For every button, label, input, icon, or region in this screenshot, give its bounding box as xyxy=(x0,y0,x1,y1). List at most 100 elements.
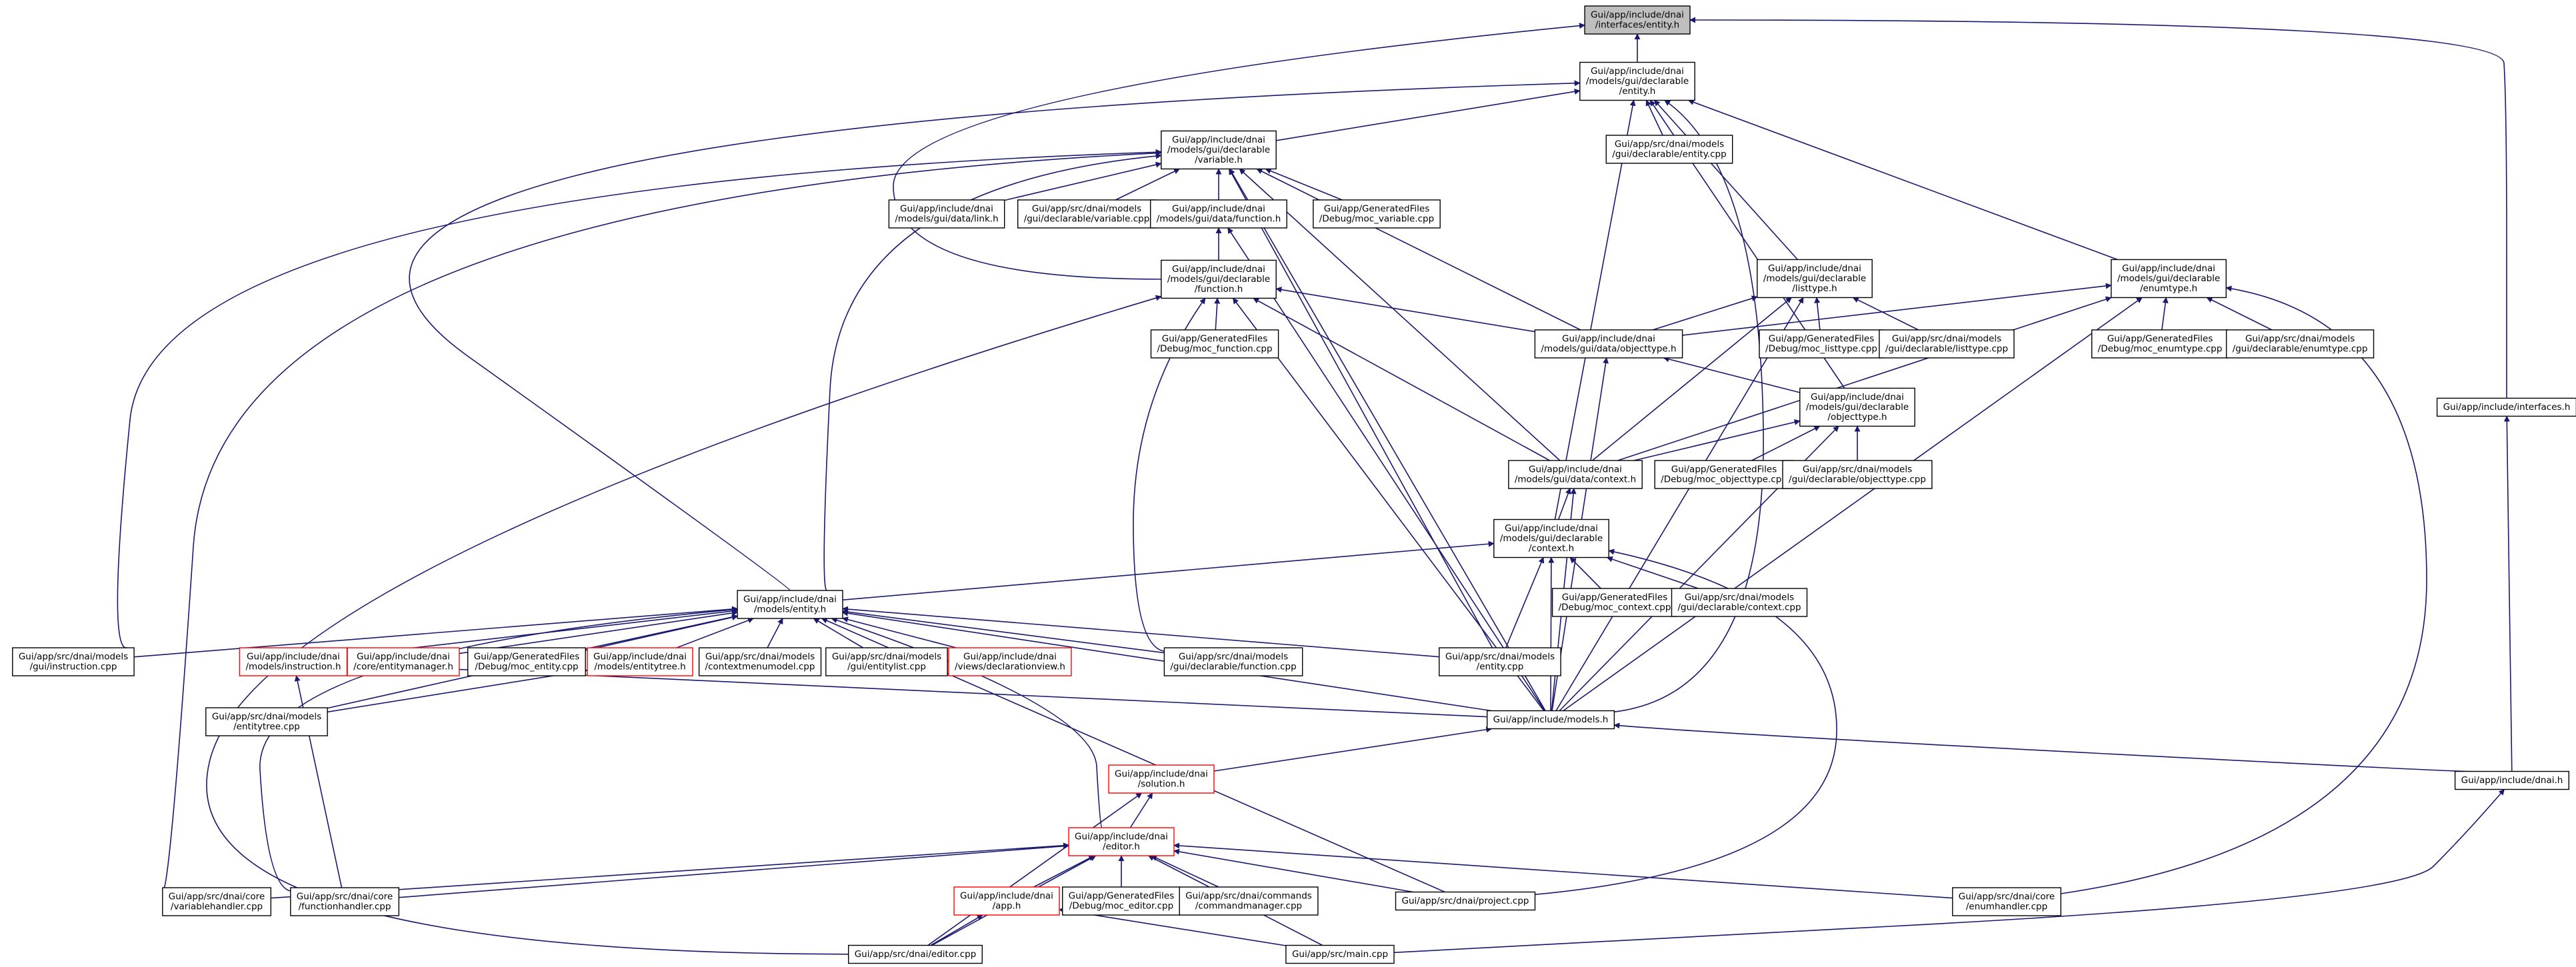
file-node-box xyxy=(1879,329,2015,359)
file-node-editor-cpp[interactable]: Gui/app/src/dnai/editor.cpp xyxy=(847,944,983,964)
file-node-entitymanager-h[interactable]: Gui/app/include/dnai/core/entitymanager.… xyxy=(347,647,460,676)
file-node-moc-listtype[interactable]: Gui/app/GeneratedFiles/Debug/moc_listtyp… xyxy=(1759,329,1884,359)
file-node-link-h[interactable]: Gui/app/include/dnai/models/gui/data/lin… xyxy=(888,199,1005,229)
dependency-edge-m_entity_h-to-models_h xyxy=(1614,99,1764,712)
file-node-label: Gui/app/src/dnai/models xyxy=(1615,139,1724,150)
dependency-edge-variable_h-to-moc_variable xyxy=(1265,168,1343,201)
dependency-edge-editor_h-to-commandmanager xyxy=(1151,855,1219,888)
file-node-box xyxy=(1782,460,1933,489)
file-node-label: Gui/app/src/dnai/models xyxy=(705,652,815,662)
dependency-edge-listtype_h-to-objecttype_data_h xyxy=(1652,295,1758,331)
file-node-label: Gui/app/src/main.cpp xyxy=(1292,949,1388,960)
file-node-label: Gui/app/include/dnai.h xyxy=(2461,775,2563,786)
file-node-context-cpp[interactable]: Gui/app/src/dnai/models/gui/declarable/c… xyxy=(1671,588,1808,617)
dependency-edges xyxy=(117,17,2513,955)
dependency-edge-models_h-to-dnai_h xyxy=(1613,722,2473,772)
file-node-listtype-h[interactable]: Gui/app/include/dnai/models/gui/declarab… xyxy=(1757,259,1873,299)
file-node-moc-objecttype[interactable]: Gui/app/GeneratedFiles/Debug/moc_objectt… xyxy=(1654,460,1794,489)
file-node-label: /editor.h xyxy=(1103,842,1140,852)
file-node-enumtype-cpp[interactable]: Gui/app/src/dnai/models/gui/declarable/e… xyxy=(2225,329,2375,359)
file-node-label: Gui/app/src/dnai/models xyxy=(1179,652,1288,662)
file-node-label: Gui/app/include/dnai xyxy=(1591,66,1684,77)
file-node-label: Gui/app/include/models.h xyxy=(1493,714,1609,725)
file-node-label: Gui/app/src/dnai/core xyxy=(169,892,265,902)
file-node-box xyxy=(2225,329,2375,359)
file-node-box xyxy=(1534,329,1683,359)
file-node-box xyxy=(347,647,460,676)
file-node-variablehandler[interactable]: Gui/app/src/dnai/core/variablehandler.cp… xyxy=(162,887,272,916)
file-node-objecttype-decl-h[interactable]: Gui/app/include/dnai/models/gui/declarab… xyxy=(1799,387,1915,427)
file-node-app-h[interactable]: Gui/app/include/dnai/app.h xyxy=(953,886,1060,916)
file-node-declarationview-h[interactable]: Gui/app/include/dnai/views/declarationvi… xyxy=(948,647,1072,676)
file-node-objecttype-data-h[interactable]: Gui/app/include/dnai/models/gui/data/obj… xyxy=(1534,329,1683,359)
file-node-function-h[interactable]: Gui/app/include/dnai/models/gui/declarab… xyxy=(1161,259,1277,299)
file-node-label: /gui/declarable/listtype.cpp xyxy=(1885,344,2008,355)
dependency-edge-variable_h-to-models_entity_h xyxy=(823,153,1162,591)
file-node-entitytree-cpp[interactable]: Gui/app/src/dnai/models/entitytree.cpp xyxy=(205,707,328,736)
file-node-box xyxy=(205,707,328,736)
dependency-edge-enumtype_h-to-data_context_h xyxy=(1617,296,2112,461)
file-node-moc-editor[interactable]: Gui/app/GeneratedFiles/Debug/moc_editor.… xyxy=(1061,886,1181,916)
file-node-entitylist-cpp[interactable]: Gui/app/src/dnai/models/gui/entitylist.c… xyxy=(825,647,948,676)
file-node-models-entity-h[interactable]: Gui/app/include/dnai/models/entity.h xyxy=(737,590,843,619)
file-node-moc-function[interactable]: Gui/app/GeneratedFiles/Debug/moc_functio… xyxy=(1150,329,1279,359)
file-node-m-entity-h[interactable]: Gui/app/include/dnai/models/gui/declarab… xyxy=(1579,61,1695,101)
file-node-moc-enumtype[interactable]: Gui/app/GeneratedFiles/Debug/moc_enumtyp… xyxy=(2091,329,2229,359)
file-node-listtype-cpp[interactable]: Gui/app/src/dnai/models/gui/declarable/l… xyxy=(1879,329,2015,359)
file-node-decl-function-cpp[interactable]: Gui/app/src/dnai/models/gui/declarable/f… xyxy=(1163,647,1303,676)
file-node-label: /enumhandler.cpp xyxy=(1966,902,2047,912)
file-node-editor-h[interactable]: Gui/app/include/dnai/editor.h xyxy=(1068,827,1175,856)
file-node-instruction-h[interactable]: Gui/app/include/dnai/models/instruction.… xyxy=(239,647,348,676)
dependency-edge-m_entity_h-to-enumtype_h xyxy=(1687,99,2118,261)
file-node-moc-entity[interactable]: Gui/app/GeneratedFiles/Debug/moc_entity.… xyxy=(467,647,586,676)
file-node-data-function-h[interactable]: Gui/app/include/dnai/models/gui/data/fun… xyxy=(1149,199,1287,229)
dependency-edge-function_h-to-objecttype_data_h xyxy=(1275,287,1535,333)
file-node-main-cpp[interactable]: Gui/app/src/main.cpp xyxy=(1285,944,1395,964)
file-node-entity-cpp[interactable]: Gui/app/src/dnai/models/entity.cpp xyxy=(1439,647,1561,676)
file-node-label: Gui/app/src/dnai/models xyxy=(212,712,321,722)
file-node-label: /models/gui/declarable xyxy=(1500,533,1603,544)
file-node-label: /gui/declarable/variable.cpp xyxy=(1024,214,1150,225)
file-node-box xyxy=(1285,944,1395,964)
file-node-functionhandler[interactable]: Gui/app/src/dnai/core/functionhandler.cp… xyxy=(290,887,399,916)
file-node-box xyxy=(1313,199,1441,229)
file-node-objecttype-cpp[interactable]: Gui/app/src/dnai/models/gui/declarable/o… xyxy=(1782,460,1933,489)
dependency-edge-listtype_h-to-listtype_cpp xyxy=(1852,297,1919,331)
dependency-edge-interfaces_h-to-dnai_h xyxy=(2503,415,2513,772)
file-node-label: /models/gui/data/function.h xyxy=(1157,214,1281,225)
file-node-box xyxy=(12,647,135,676)
file-node-moc-context[interactable]: Gui/app/GeneratedFiles/Debug/moc_context… xyxy=(1551,588,1678,617)
file-node-instruction-cpp[interactable]: Gui/app/src/dnai/models/gui/instruction.… xyxy=(12,647,135,676)
file-node-box xyxy=(239,647,348,676)
file-node-label: Gui/app/include/dnai xyxy=(963,652,1057,662)
file-node-root: Gui/app/include/dnai/interfaces/entity.h xyxy=(1584,5,1691,35)
file-node-c-decl-entity[interactable]: Gui/app/src/dnai/models/gui/declarable/e… xyxy=(1605,135,1733,164)
file-node-label: /solution.h xyxy=(1138,779,1185,790)
dependency-edge-context_h-to-models_entity_h xyxy=(842,540,1495,600)
file-node-project-cpp[interactable]: Gui/app/src/dnai/project.cpp xyxy=(1395,891,1536,911)
file-node-label: Gui/app/GeneratedFiles xyxy=(474,652,580,662)
dependency-edge-entitytree_h-to-entitytree_cpp xyxy=(327,668,588,713)
file-node-commandmanager[interactable]: Gui/app/src/dnai/commands/commandmanager… xyxy=(1179,886,1319,916)
file-node-contextmenumodel[interactable]: Gui/app/src/dnai/models/contextmenumodel… xyxy=(698,647,822,676)
file-node-label: /Debug/moc_editor.cpp xyxy=(1069,901,1173,912)
file-node-label: Gui/app/include/dnai xyxy=(1529,465,1622,475)
file-node-dnai-h[interactable]: Gui/app/include/dnai.h xyxy=(2454,770,2570,790)
file-node-data-context-h[interactable]: Gui/app/include/dnai/models/gui/data/con… xyxy=(1508,460,1643,489)
file-node-enumtype-h[interactable]: Gui/app/include/dnai/models/gui/declarab… xyxy=(2111,259,2227,299)
file-node-label: /entity.h xyxy=(1619,86,1656,97)
file-node-entitytree-h[interactable]: Gui/app/include/dnai/models/entitytree.h xyxy=(587,647,693,676)
file-node-variable-cpp[interactable]: Gui/app/src/dnai/models/gui/declarable/v… xyxy=(1017,199,1156,229)
file-node-variable-h[interactable]: Gui/app/include/dnai/models/gui/declarab… xyxy=(1161,130,1277,170)
file-node-label: /gui/instruction.cpp xyxy=(30,662,117,672)
file-node-interfaces-h[interactable]: Gui/app/include/interfaces.h xyxy=(2436,397,2576,417)
file-node-enumhandler[interactable]: Gui/app/src/dnai/core/enumhandler.cpp xyxy=(1952,887,2062,916)
file-node-models-h[interactable]: Gui/app/include/models.h xyxy=(1486,710,1615,730)
file-node-solution-h[interactable]: Gui/app/include/dnai/solution.h xyxy=(1108,764,1215,794)
file-node-label: /gui/entitylist.cpp xyxy=(847,662,926,672)
file-node-box xyxy=(1439,647,1561,676)
file-node-label: Gui/app/include/dnai xyxy=(2122,263,2215,274)
file-node-moc-variable[interactable]: Gui/app/GeneratedFiles/Debug/moc_variabl… xyxy=(1313,199,1441,229)
file-node-context-h[interactable]: Gui/app/include/dnai/models/gui/declarab… xyxy=(1493,518,1609,558)
